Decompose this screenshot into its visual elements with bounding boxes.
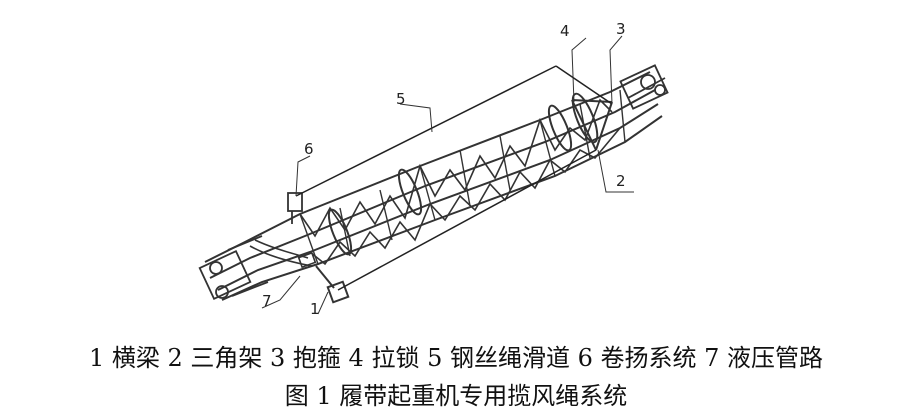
clamp-ring (571, 92, 599, 144)
callout-5: 5 (396, 90, 406, 108)
clamp-ring (397, 168, 423, 216)
leader-1 (317, 291, 329, 315)
figure-caption: 图 1 履带起重机专用揽风绳系统 (284, 382, 628, 410)
hydraulic-lines (249, 239, 317, 269)
leader-5 (399, 103, 433, 133)
callout-1: 1 (310, 300, 320, 318)
callout-leaders (261, 35, 634, 315)
wire-rope-upper (295, 65, 557, 197)
callout-labels: 1 2 3 4 5 6 7 (262, 20, 626, 318)
clamp-ring (547, 104, 573, 152)
boom-cross-braces (299, 89, 626, 265)
callout-3: 3 (616, 20, 626, 38)
boom-foot (198, 235, 269, 301)
boom-upper-chord-bottom (209, 89, 656, 279)
wind-ropes (295, 65, 613, 291)
callout-6: 6 (304, 140, 314, 158)
parts-legend: 1 横梁 2 三角架 3 抱箍 4 拉锁 5 钢丝绳滑道 6 卷扬系统 7 液压… (88, 344, 824, 372)
leader-3 (609, 35, 623, 105)
triangle-frame (571, 99, 613, 151)
leader-7 (261, 275, 301, 309)
boom-lower-chord-top (217, 103, 659, 291)
boom-lattice-lower (309, 127, 621, 266)
lattice-boom (198, 64, 669, 304)
callout-2: 2 (616, 172, 626, 190)
callout-4: 4 (560, 22, 570, 40)
leader-2 (597, 149, 634, 193)
crossbeam (315, 265, 350, 304)
wire-rope-upper-end (555, 65, 613, 105)
wire-rope-lower (337, 149, 597, 291)
leader-6 (295, 155, 311, 197)
boom-lattice-upper (299, 98, 613, 238)
boom-head (619, 64, 669, 110)
clamp-ring (327, 208, 353, 256)
winch-system (287, 192, 303, 224)
leader-4 (571, 37, 587, 103)
callout-7: 7 (262, 292, 272, 310)
